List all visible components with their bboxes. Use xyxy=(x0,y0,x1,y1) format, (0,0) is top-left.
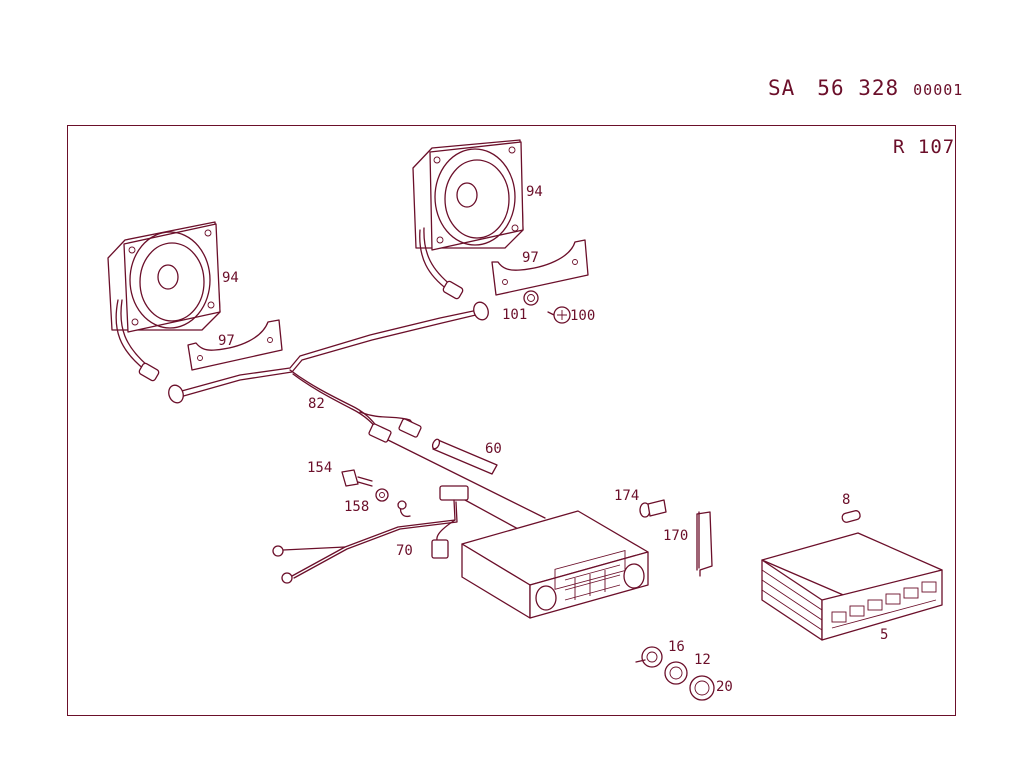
callout-70: 70 xyxy=(396,543,413,559)
cassette-radio-5 xyxy=(761,532,943,641)
callout-158: 158 xyxy=(344,499,369,515)
callout-20: 20 xyxy=(716,679,733,695)
drawing-number: SA 56 328 00001 xyxy=(768,76,963,100)
callout-97-right: 97 xyxy=(522,250,539,266)
callout-60: 60 xyxy=(485,441,502,457)
callout-100: 100 xyxy=(570,308,595,324)
part-154 xyxy=(341,469,373,487)
drawing-prefix: SA xyxy=(768,76,796,100)
drawing-main-number: 56 328 xyxy=(817,76,900,100)
speaker-cable xyxy=(168,301,546,519)
bracket-right xyxy=(491,239,589,296)
callout-101: 101 xyxy=(502,307,527,323)
screw-100 xyxy=(547,306,571,324)
callout-94-right: 94 xyxy=(526,184,543,200)
part-158 xyxy=(375,488,389,502)
callout-154: 154 xyxy=(307,460,332,476)
callout-12: 12 xyxy=(694,652,711,668)
callout-82: 82 xyxy=(308,396,325,412)
bulb-8 xyxy=(841,510,861,523)
callout-5: 5 xyxy=(880,627,888,643)
callout-170: 170 xyxy=(663,528,688,544)
drawing-suffix: 00001 xyxy=(913,81,964,99)
callout-97-left: 97 xyxy=(218,333,235,349)
callout-16: 16 xyxy=(668,639,685,655)
wiring-harness-70 xyxy=(272,485,521,584)
rod-60 xyxy=(431,438,498,475)
callout-174: 174 xyxy=(614,488,639,504)
model-label: R 107 xyxy=(893,136,956,158)
bracket-left xyxy=(187,319,283,371)
radio-unit xyxy=(461,510,649,619)
screw-101 xyxy=(523,290,539,306)
bracket-170 xyxy=(696,511,713,577)
drawing-frame xyxy=(67,125,956,716)
ring-12 xyxy=(664,661,688,685)
knob-20 xyxy=(689,675,715,701)
callout-94-left: 94 xyxy=(222,270,239,286)
ring-16 xyxy=(635,646,663,668)
speaker-right xyxy=(412,139,524,300)
callout-8: 8 xyxy=(842,492,850,508)
part-174 xyxy=(639,499,667,518)
speaker-left xyxy=(107,221,221,382)
